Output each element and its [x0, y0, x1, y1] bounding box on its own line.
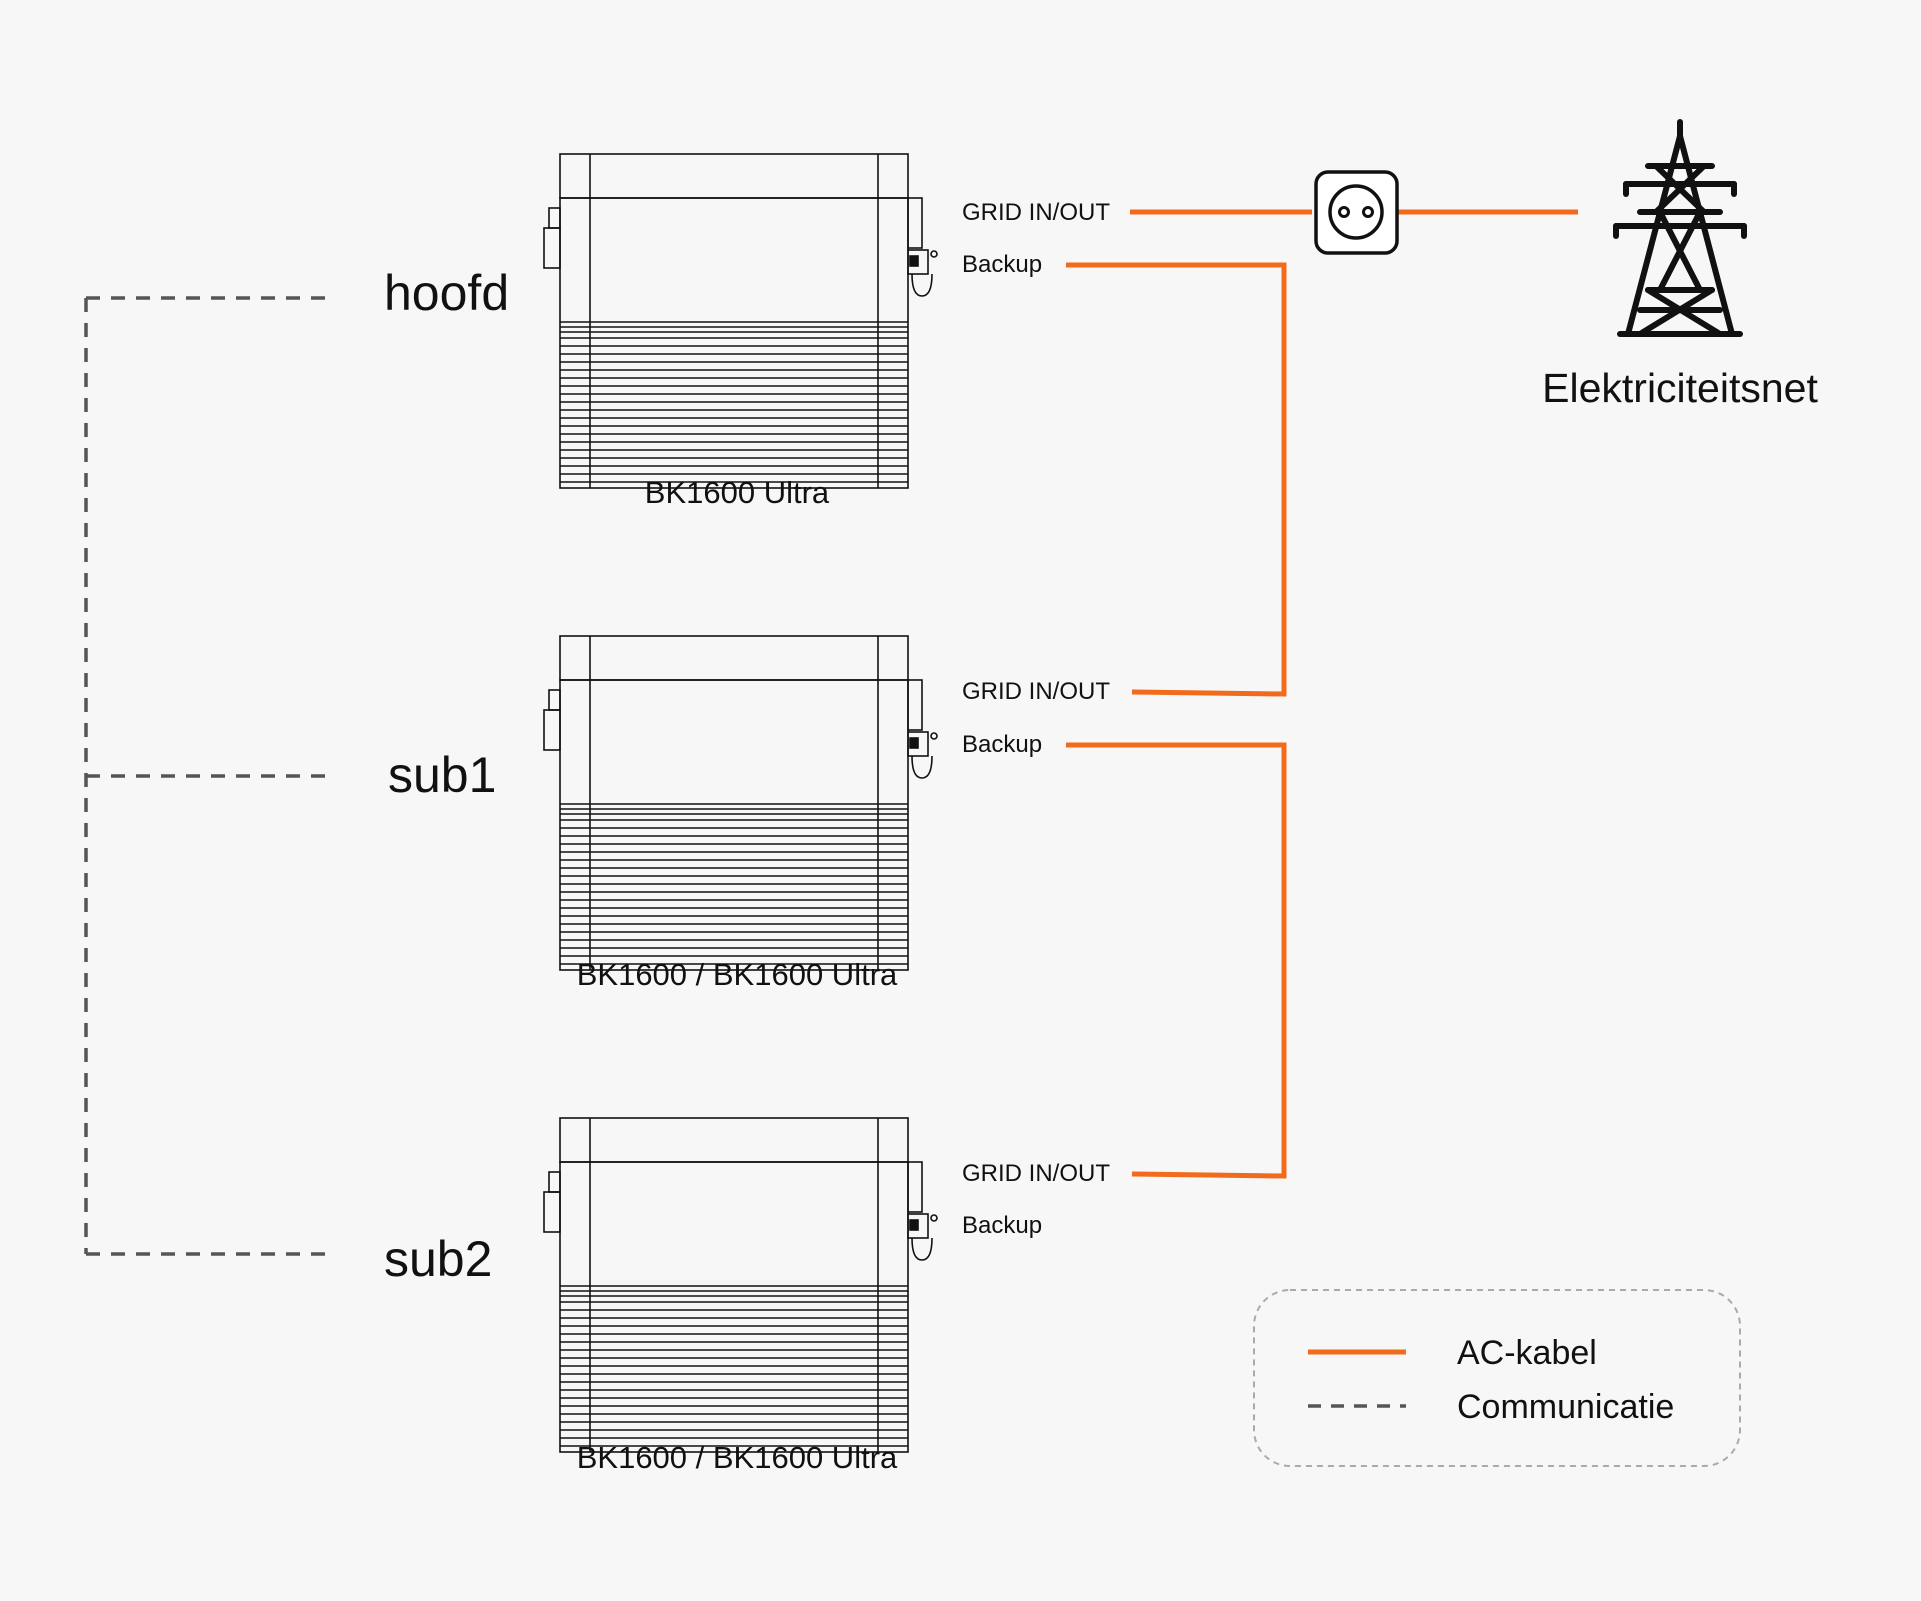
ac-lines	[1066, 209, 1578, 1179]
device-hoofd: hoofd BK1600 Ultra GRID IN/OUT Backup	[384, 153, 1110, 510]
battery-unit-icon	[543, 153, 938, 489]
device-sub1: sub1 BK1600 / BK1600 Ultra GRID IN/OUT B…	[388, 635, 1110, 992]
port-grid-label: GRID IN/OUT	[962, 1160, 1110, 1187]
ac-line-hoofd-backup-to-sub1-grid	[1066, 262, 1287, 697]
device-model-label: BK1600 Ultra	[645, 475, 830, 510]
device-role-label: sub1	[388, 747, 496, 803]
device-role-label: sub2	[384, 1231, 492, 1287]
communication-lines	[84, 296, 328, 1256]
power-pylon-icon	[1613, 119, 1747, 337]
device-sub2: sub2 BK1600 / BK1600 Ultra GRID IN/OUT B…	[384, 1117, 1110, 1475]
port-grid-label: GRID IN/OUT	[962, 678, 1110, 705]
device-model-label: BK1600 / BK1600 Ultra	[577, 1440, 898, 1475]
legend: AC-kabel Communicatie	[1253, 1289, 1741, 1467]
ac-line-sub1-backup-to-sub2-grid	[1066, 742, 1287, 1179]
battery-unit-icon	[543, 635, 938, 971]
wall-socket-icon	[1314, 170, 1399, 255]
legend-comm-label: Communicatie	[1457, 1388, 1674, 1426]
port-backup-label: Backup	[962, 251, 1042, 278]
legend-ac-label: AC-kabel	[1457, 1334, 1597, 1372]
device-role-label: hoofd	[384, 265, 509, 321]
device-model-label: BK1600 / BK1600 Ultra	[577, 957, 898, 992]
port-backup-label: Backup	[962, 1212, 1042, 1239]
grid-label: Elektriciteitsnet	[1542, 365, 1818, 411]
legend-box	[1253, 1289, 1741, 1467]
port-grid-label: GRID IN/OUT	[962, 199, 1110, 226]
battery-unit-icon	[543, 1117, 938, 1453]
port-backup-label: Backup	[962, 731, 1042, 758]
